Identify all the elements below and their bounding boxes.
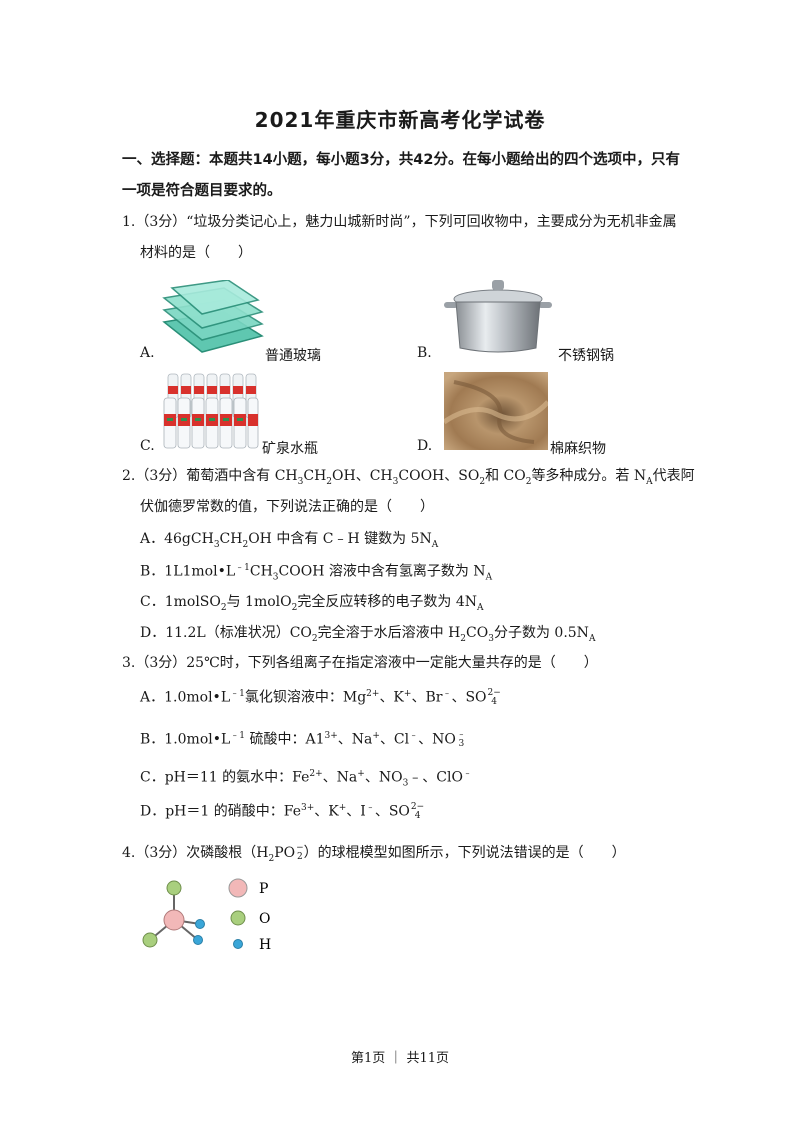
hydrogen-atom-bottom [193, 935, 203, 945]
q1-stem-line1: 1.（3分）“垃圾分类记心上，魅力山城新时尚”，下列可回收物中，主要成分为无机非… [122, 214, 677, 230]
q1-option-a-letter: A. [140, 345, 155, 361]
oxygen-atom-left [142, 932, 158, 948]
q1-option-b-label: 不锈钢锅 [558, 348, 614, 364]
steel-pot-image [444, 280, 552, 353]
q1-option-d-label: 棉麻织物 [550, 441, 606, 457]
q2-option-d: D．11.2L（标准状况）CO2完全溶于水后溶液中 H2CO3分子数为 0.5N… [140, 625, 596, 644]
q1-option-a-label: 普通玻璃 [265, 348, 321, 364]
hydrogen-atom-right [195, 919, 205, 929]
q3-option-c: C．pH＝11 的氨水中：Fe2+、Na+、NO3﹣、ClO﹣ [140, 769, 472, 789]
section-header-line2: 一项是符合题目要求的。 [122, 183, 282, 199]
legend-p-label: P [259, 881, 268, 897]
model-legend: P O H [228, 878, 271, 953]
oxygen-atom-top [166, 880, 182, 896]
q2-stem-line2: 伏伽德罗常数的值，下列说法正确的是（ ） [140, 499, 434, 515]
q1-option-c-letter: C. [140, 438, 155, 454]
legend-o-label: O [259, 911, 270, 927]
q3-option-b: B．1.0mol•L﹣1 硫酸中：A13+、Na+、Cl﹣、NO﹣3 [140, 729, 466, 749]
legend-p-swatch [228, 878, 248, 898]
glass-panes-image [162, 280, 264, 353]
page-footer: 第1页 ｜ 共11页 [350, 1051, 450, 1066]
q2-stem-line1: 2.（3分）葡萄酒中含有 CH3CH2OH、CH3COOH、SO2和 CO2等多… [122, 468, 695, 487]
q3-stem: 3.（3分）25℃时，下列各组离子在指定溶液中一定能大量共存的是（ ） [122, 655, 598, 671]
section-header-line1: 一、选择题：本题共14小题，每小题3分，共42分。在每小题给出的四个选项中，只有 [122, 152, 680, 168]
phosphorus-atom [163, 909, 185, 931]
legend-h-swatch [233, 939, 243, 949]
page-title: 2021年重庆市新高考化学试卷 [254, 108, 546, 132]
q2-option-c: C．1molSO2与 1molO2完全反应转移的电子数为 4NA [140, 594, 484, 613]
q1-option-d-letter: D. [417, 438, 433, 454]
q2-option-b: B．1L1mol•L﹣1CH3COOH 溶液中含有氢离子数为 NA [140, 563, 493, 583]
q1-stem-line2: 材料的是（ ） [140, 245, 252, 261]
q1-option-c-label: 矿泉水瓶 [262, 441, 318, 457]
q4-stem: 4.（3分）次磷酸根（H2PO−2）的球棍模型如图所示，下列说法错误的是（ ） [122, 843, 626, 864]
q1-option-b-letter: B. [417, 345, 432, 361]
water-bottles-image [163, 373, 259, 449]
q2-option-a: A．46gCH3CH2OH 中含有 C﹣H 键数为 5NA [140, 531, 439, 550]
linen-fabric-image [444, 372, 548, 450]
legend-o-swatch [230, 910, 246, 926]
legend-h-label: H [259, 937, 271, 953]
hypophosphite-model-diagram: P O H [142, 878, 271, 953]
